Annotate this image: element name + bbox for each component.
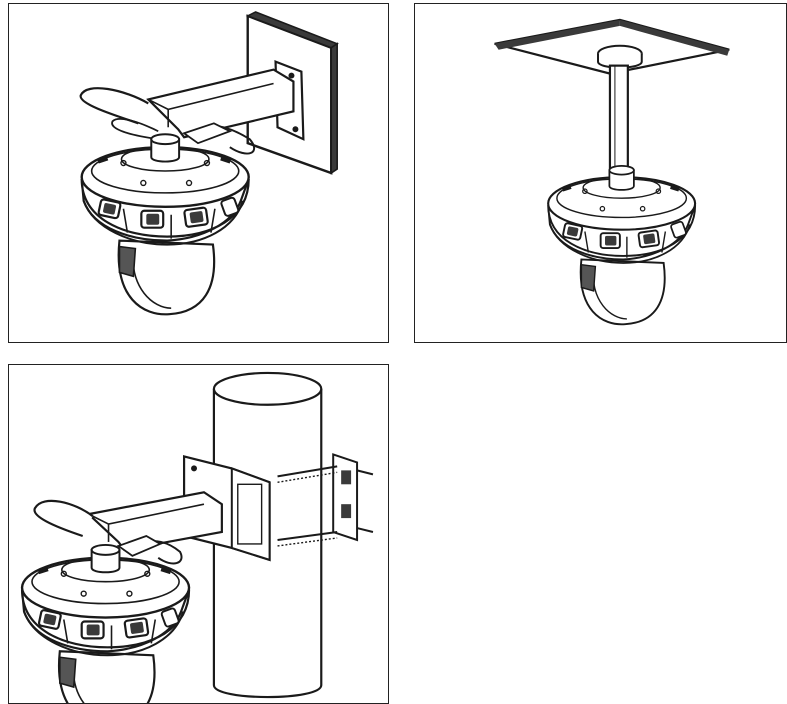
ceiling-mount-panel <box>414 3 787 343</box>
dome-camera <box>547 164 697 326</box>
ceiling-mount-illustration <box>494 18 730 326</box>
dome-camera <box>20 543 191 703</box>
pole-mount-illustration <box>20 371 374 703</box>
dome-camera <box>80 133 250 316</box>
wall-mount-panel <box>8 3 389 343</box>
pendant-pole <box>608 64 629 177</box>
pole-mount-panel <box>8 364 389 704</box>
wall-mount-illustration <box>79 11 339 316</box>
wall-mount-arm <box>146 68 295 139</box>
